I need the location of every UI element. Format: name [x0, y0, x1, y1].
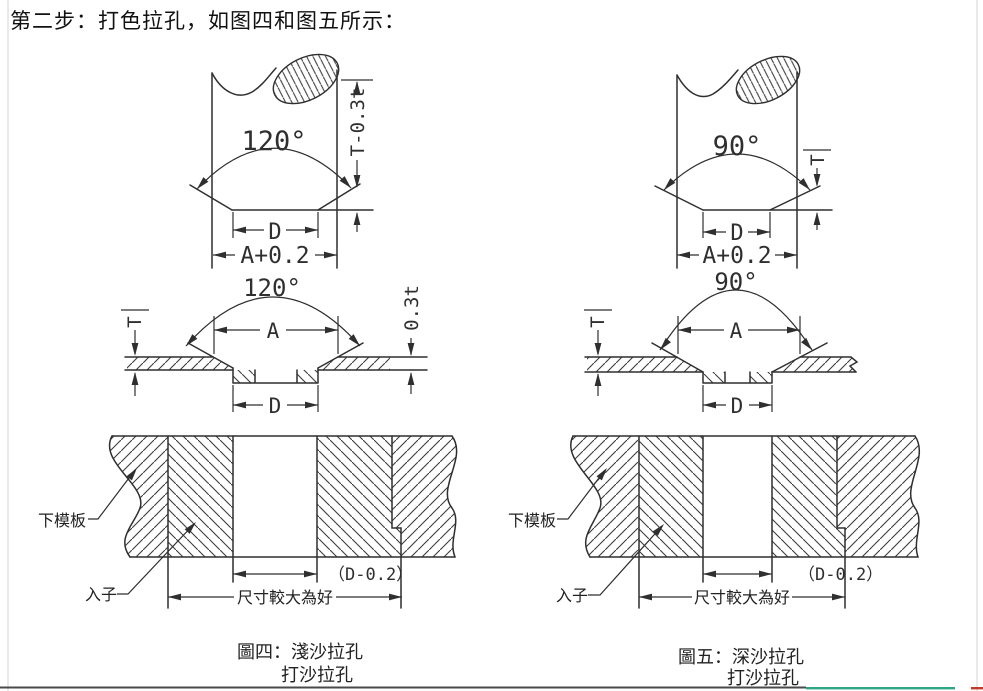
fig5-punch-shank-dim-label: A+0.2 [702, 243, 771, 269]
fig5-section-top-dim-label: A [730, 319, 743, 343]
plate-hatch-left [587, 357, 703, 372]
punch-break-hatch [272, 53, 340, 105]
die-insert-hatch-left [168, 436, 233, 557]
die-insert-hatch-right [772, 436, 845, 557]
fig4-punch-height-dim-label: T-0.3t [347, 88, 369, 157]
progress-end-marker[interactable] [971, 687, 983, 690]
fig4-section-angle-label: 120° [243, 274, 301, 302]
progress-played-segment[interactable] [806, 687, 955, 690]
fig5-die-hole-dim-label: （D-0.2） [798, 565, 883, 585]
page-title: 第二步：打色拉孔，如图四和图五所示： [10, 9, 406, 33]
fig4-punch-angle-label: 120° [241, 126, 306, 157]
fig5-section-thickness-dim-label: T [587, 316, 609, 327]
insert-corner-hatch [703, 372, 725, 383]
fig5-punch-angle-label: 90° [713, 131, 762, 162]
die-plate-hatch-left [109, 436, 168, 557]
fig4-section-hole-dim-label: D [269, 394, 282, 418]
fig5-punch-tip-dim-label: D [730, 221, 743, 246]
fig5-section-drawing: 90° A T D [584, 268, 859, 418]
progress-bar[interactable] [0, 686, 983, 690]
punch-break-hatch [735, 55, 801, 105]
insert-corner-hatch [297, 370, 318, 383]
die-plate-hatch-left [570, 436, 639, 557]
plate-hatch-right [318, 357, 390, 370]
insert-corner-hatch [233, 370, 255, 383]
fig5-die-insert-label: 入子 [556, 587, 588, 605]
fig4-section-depth-dim-label: 0.3t [401, 285, 423, 331]
fig5-punch-drawing: 90° D A+0.2 T [654, 55, 833, 269]
fig5-die-drawing: 下模板 入子 （D-0.2） 尺寸較大為好 [508, 435, 921, 609]
fig5-punch-height-dim-label: T [807, 154, 829, 165]
fig4-die-hole-dim-label: （D-0.2） [328, 565, 413, 585]
die-insert-hatch-left [639, 436, 703, 557]
fig4-die-note-label: 尺寸較大為好 [237, 589, 333, 607]
fig4-punch-tip-dim-label: D [268, 220, 281, 245]
fig5-caption-line1: 圖五：深沙拉孔 [678, 647, 804, 667]
fig4-section-top-dim-label: A [267, 319, 280, 343]
fig5-die-note-label: 尺寸較大為好 [694, 589, 790, 607]
fig4-section-drawing: 120° A T 0.3t D [121, 274, 428, 418]
fig4-section-thickness-dim-label: T [124, 316, 146, 327]
insert-corner-hatch [750, 372, 772, 383]
fig4-die-drawing: 下模板 入子 （D-0.2） 尺寸較大為好 [38, 435, 458, 609]
die-insert-hatch-right [317, 436, 401, 557]
fig5-section-hole-dim-label: D [731, 394, 744, 418]
fig4-die-insert-label: 入子 [85, 586, 117, 604]
die-plate-hatch-right [392, 436, 457, 557]
die-plate-hatch-right [837, 436, 920, 557]
fig5-section-angle-label: 90° [714, 268, 757, 296]
fig4-caption-line1: 圖四：淺沙拉孔 [237, 642, 363, 662]
fig4-caption-line2: 打沙拉孔 [281, 665, 353, 685]
figure-captions: 圖四：淺沙拉孔 打沙拉孔 圖五：深沙拉孔 打沙拉孔 [237, 642, 804, 688]
fig4-punch-shank-dim-label: A+0.2 [240, 243, 309, 269]
fig4-die-plate-label: 下模板 [38, 512, 86, 530]
plate-hatch-left [127, 357, 233, 370]
fig5-die-plate-label: 下模板 [508, 512, 556, 530]
fig4-punch-drawing: 120° D A+0.2 T-0.3t [189, 53, 374, 269]
fig5-caption-line2: 打沙拉孔 [727, 668, 799, 688]
progress-track[interactable] [0, 686, 806, 689]
